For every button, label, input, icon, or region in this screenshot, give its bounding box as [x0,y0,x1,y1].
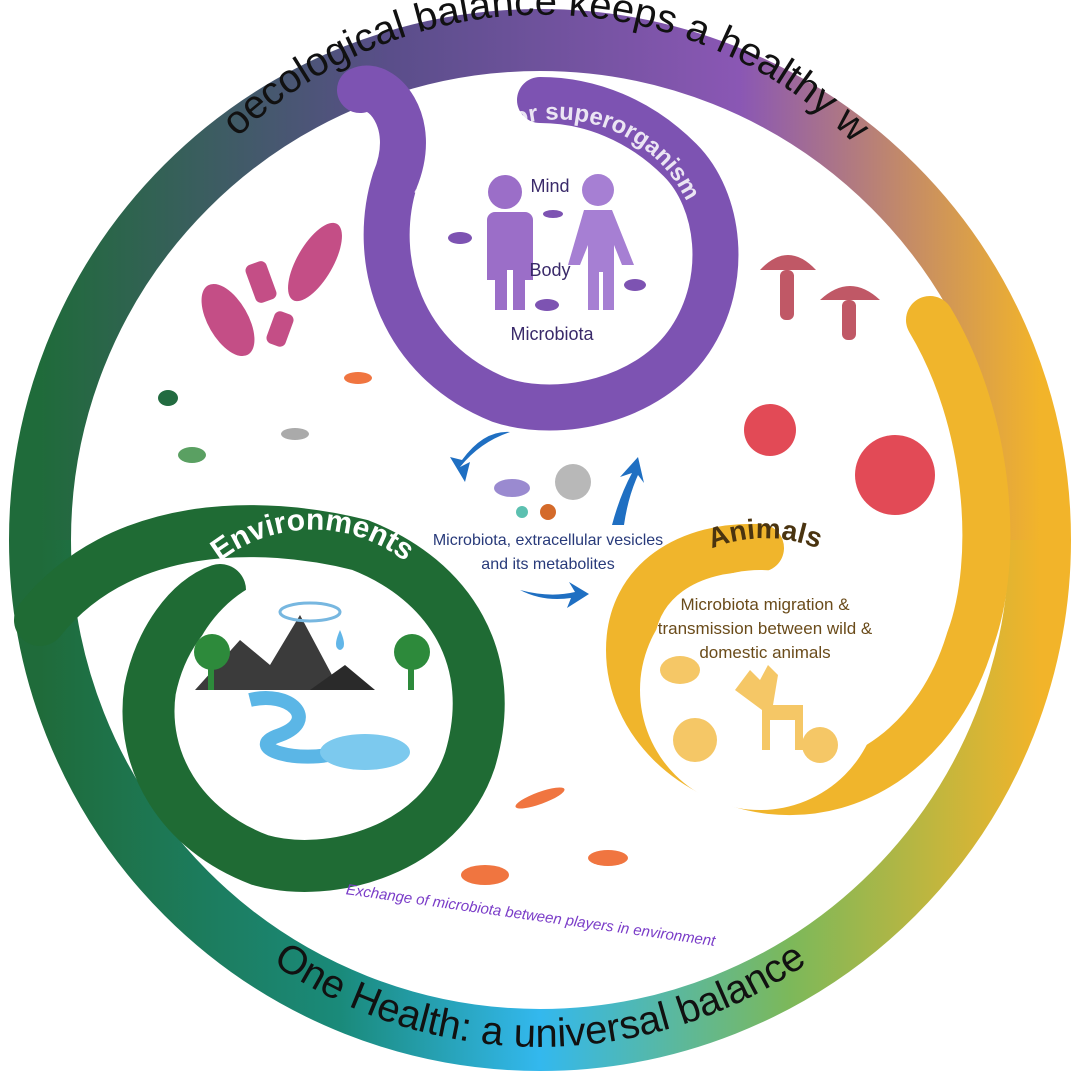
mind-dot-icon [543,210,563,218]
holobiont-swirl [337,65,739,431]
man-figure-icon [485,175,533,310]
body-label: Body [529,260,570,280]
bottom-ring-title: One Health: a universal balance [267,934,812,1056]
arrow-to-environments-icon [450,431,510,482]
arrow-to-holobiont-icon [612,457,644,525]
mushroom-icon [760,255,880,340]
animal-silhouettes-icon [660,656,838,763]
animals-description-line-1: Microbiota migration & [680,595,850,614]
exchange-text: Exchange of microbiota between players i… [345,881,717,950]
center-label-line-1: Microbiota, extracellular vesicles [433,532,663,549]
insect-icon [158,372,628,885]
center-microbes-icon [494,464,591,520]
holobiont-microbes-icon [448,232,646,311]
arrow-to-animals-icon [520,582,589,608]
woman-figure-icon [568,174,634,310]
pink-bacteria-icon [201,222,342,357]
animals-description-line-2: transmission between wild & [658,619,873,638]
center-label-line-2: and its metabolites [481,556,614,573]
environment-landscape-icon [194,601,430,770]
outer-ring [9,9,1071,1071]
microbiota-label: Microbiota [510,324,594,344]
animals-description-line-3: domestic animals [699,643,830,662]
mind-label: Mind [530,176,569,196]
virus-icon [744,404,935,515]
